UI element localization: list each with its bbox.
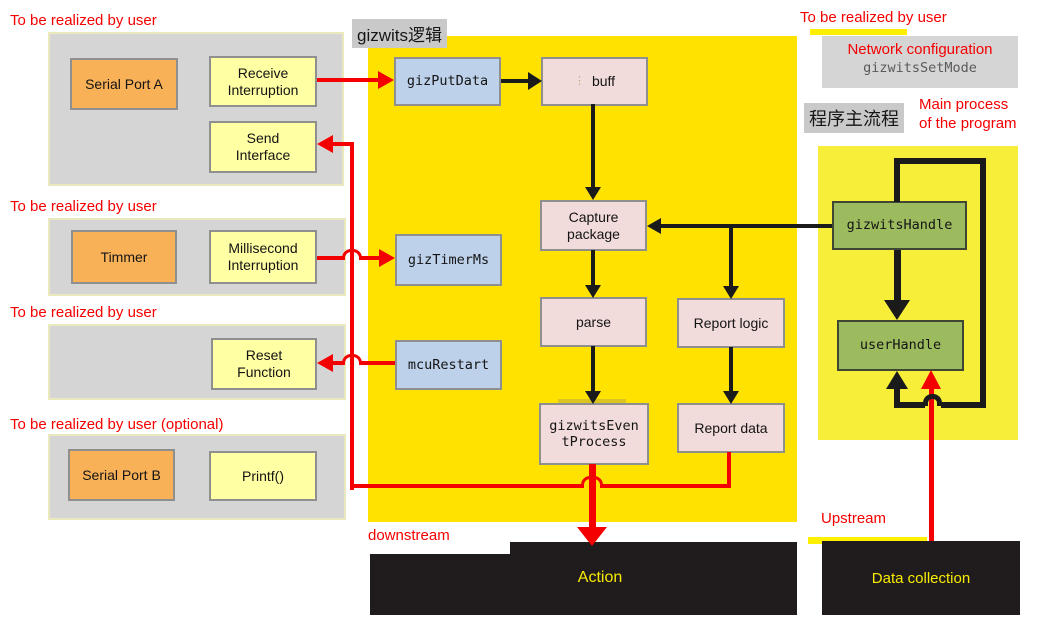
main-process-region (818, 146, 1018, 440)
mcurestart-seg-right (361, 361, 395, 365)
action-box-lower (370, 554, 797, 615)
loop-stub-userhandle (894, 388, 900, 408)
loop-bottom-right (941, 402, 986, 408)
network-configuration-label: Network configuration (847, 41, 993, 58)
eventprocess-to-action-shaft (589, 464, 596, 527)
arrowhead-to-send-interface (317, 135, 333, 153)
node-gizwitseventprocess: gizwitsEventProcess (539, 403, 649, 465)
yellow-underline-upstream (808, 537, 927, 544)
node-printf: Printf() (209, 451, 317, 501)
node-receive-interruption: Receive Interruption (209, 56, 317, 107)
arrow-parse-to-eventprocess (591, 346, 595, 392)
millisecond-seg-left (317, 256, 343, 260)
loop-right (980, 158, 986, 408)
right-realized-caption: To be realized by user (800, 9, 947, 26)
hop-loop-over-upstream (923, 394, 942, 406)
arrowhead-to-gizputdata (378, 71, 394, 89)
arrow-gizwitshandle-to-userhandle (894, 250, 901, 301)
action-label: Action (577, 569, 623, 586)
arrowhead-to-userhandle (884, 300, 910, 320)
bottom-red-seg-right (601, 484, 731, 488)
arrowhead-to-reportdata (723, 391, 739, 404)
branch-to-reportlogic (729, 226, 733, 287)
panel1-caption: To be realized by user (10, 12, 157, 29)
loop-top (894, 158, 986, 164)
downstream-caption: downstream (368, 527, 450, 544)
loop-bottom-left (894, 402, 925, 408)
arrowhead-to-capture (585, 187, 601, 200)
hop-mcurestart (342, 354, 362, 365)
hop-millisecond (342, 249, 362, 260)
node-capture-package: Capture package (540, 200, 647, 251)
node-serial-port-b: Serial Port B (68, 449, 175, 501)
arrowhead-to-capture-right (647, 218, 661, 234)
node-gizputdata: gizPutData (394, 57, 501, 106)
arrowhead-to-giztimerms (379, 249, 395, 267)
data-collection-box: Data collection (822, 541, 1020, 615)
node-mcurestart: mcuRestart (395, 340, 502, 390)
gizwits-logic-title: gizwits逻辑 (352, 19, 448, 48)
arrowhead-to-action (577, 527, 607, 546)
line-gizwitshandle-to-capture (660, 224, 832, 228)
node-buff: ⋮ buff (541, 57, 648, 106)
upstream-caption: Upstream (821, 510, 887, 527)
panel4-caption: To be realized by user (optional) (10, 416, 224, 433)
yellow-underline-top (810, 29, 907, 35)
millisecond-seg-right (361, 256, 379, 260)
node-parse: parse (540, 297, 647, 347)
node-reset-function: Reset Function (211, 338, 317, 390)
arrow-reportlogic-to-reportdata (729, 347, 733, 392)
arrowhead-to-parse (585, 285, 601, 298)
node-send-interface: Send Interface (209, 121, 317, 173)
mcurestart-seg-left (333, 361, 343, 365)
panel3-caption: To be realized by user (10, 304, 157, 321)
arrow-buff-to-capture (591, 104, 595, 188)
gizwitssetmode-label: gizwitsSetMode (863, 60, 977, 76)
network-configuration-box: Network configuration gizwitsSetMode (822, 36, 1018, 88)
arrowhead-to-eventprocess (585, 391, 601, 404)
panel2-caption: To be realized by user (10, 198, 157, 215)
arrow-capture-to-parse (591, 250, 595, 286)
arrowhead-to-userhandle-upstream (921, 370, 941, 389)
node-report-data: Report data (677, 403, 785, 453)
main-flow-title: 程序主流程 (804, 103, 904, 133)
buff-label: buff (591, 73, 616, 90)
trunk-to-send-segment (333, 142, 352, 146)
arrowhead-to-reportlogic (723, 286, 739, 299)
reportdata-down-segment (727, 452, 731, 488)
arrow-gizputdata-to-buff (501, 79, 529, 83)
node-gizwitshandle: gizwitsHandle (832, 201, 967, 250)
arrowhead-to-buff (528, 72, 542, 90)
arrow-receive-to-gizputdata (317, 78, 379, 82)
bottom-red-seg-left (352, 484, 581, 488)
faded-glyph: ⋮ (573, 74, 585, 87)
node-serial-port-a: Serial Port A (70, 58, 178, 110)
main-process-caption-line2: of the program (919, 115, 1017, 132)
main-process-caption-line1: Main process (919, 96, 1009, 113)
red-trunk (350, 142, 354, 490)
node-giztimerms: gizTimerMs (395, 234, 502, 286)
node-report-logic: Report logic (677, 298, 785, 348)
loop-stub-gizwitshandle (894, 158, 900, 202)
arrowhead-loop-into-userhandle (886, 371, 908, 389)
node-millisecond-interruption: Millisecond Interruption (209, 230, 317, 284)
upstream-shaft (929, 389, 934, 541)
data-collection-label: Data collection (871, 569, 971, 587)
node-userhandle: userHandle (837, 320, 964, 371)
arrowhead-to-reset-function (317, 354, 333, 372)
node-timmer: Timmer (71, 230, 177, 284)
